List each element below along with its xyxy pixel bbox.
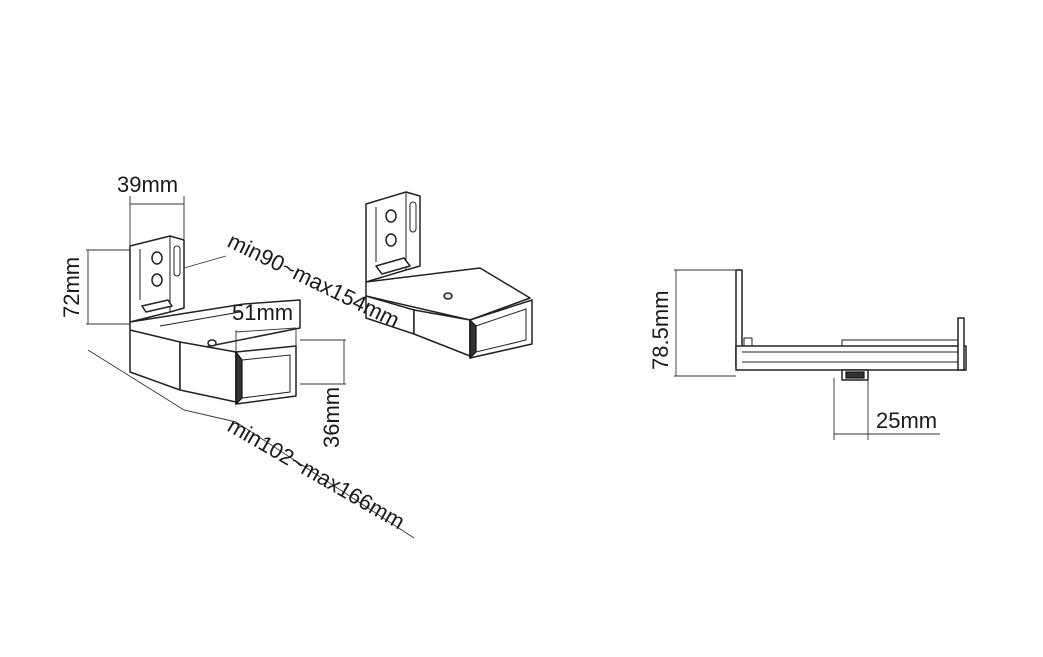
- dim-39mm-label: 39mm: [117, 172, 178, 197]
- left-bracket: [129, 235, 301, 406]
- dimension-lines: [86, 196, 940, 539]
- dim-51mm-label: 51mm: [232, 300, 293, 325]
- dim-25mm-label: 25mm: [876, 408, 937, 433]
- dim-72mm-label: 72mm: [59, 257, 84, 318]
- dim-78-5mm-label: 78.5mm: [648, 291, 673, 370]
- dim-36mm-label: 36mm: [319, 387, 344, 448]
- middle-bracket: [365, 191, 533, 360]
- side-view-bracket: [735, 269, 967, 381]
- dim-min102-max166mm-label: min102~max166mm: [224, 413, 410, 535]
